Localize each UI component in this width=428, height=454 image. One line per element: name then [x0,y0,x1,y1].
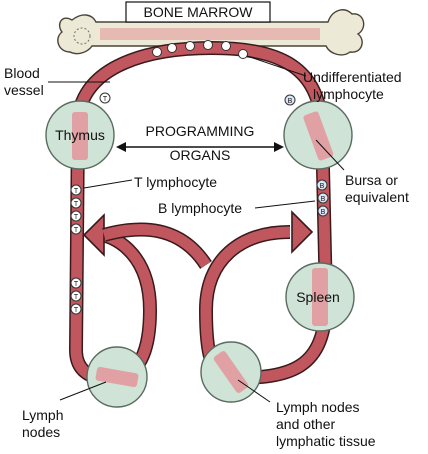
lymph-nodes-right-label-line1: Lymph nodes [276,399,360,415]
lymphocyte-cell [238,49,248,59]
left-arc-upper-fill [102,223,211,269]
lymph-nodes-left-label-line2: nodes [22,424,60,440]
left-arrow-head [82,213,105,257]
svg-text:T: T [74,294,79,301]
t-cell: T [70,184,82,196]
lymph-node-left [86,346,148,408]
b-cell: B [316,179,328,191]
programming-organs-label-line1: PROGRAMMING [146,123,255,139]
bursa-label-line2: equivalent [345,189,409,205]
svg-text:T: T [74,307,79,314]
bone-marrow-label-box [125,1,271,23]
lymph-nodes-right-leader [237,379,271,403]
bursa-organ [283,100,353,170]
lymphocyte-cell [167,43,177,53]
svg-text:B: B [321,209,326,216]
bursa-label-line1: Bursa or [345,172,398,188]
lymphocyte-cell [221,41,231,51]
svg-text:T: T [74,201,79,208]
t-lymphocytes: T T T T T T T T [70,92,111,315]
b-cell: B [317,192,329,204]
programming-arrow-right-head [274,142,284,152]
t-cell: T [70,277,82,289]
thymus-organ [45,100,115,170]
bone [57,9,365,56]
blood-vessel-top-loop-fill [72,42,328,131]
bone-marrow-band [100,28,320,40]
bone-shape [57,9,365,56]
svg-text:B: B [321,196,326,203]
undifferentiated-label-line2: lymphocyte [313,86,384,102]
svg-text:T: T [74,188,79,195]
svg-text:T: T [74,281,79,288]
bursa-leader [315,139,345,171]
blood-vessel-label-line2: vessel [4,82,44,98]
lymph-nodes-left-leader [59,381,107,401]
t-cell: T [70,290,82,302]
lymph-nodes-right-label-line2: and other [276,416,335,432]
lymphocyte-cell [203,40,213,50]
t-cell: T [70,223,82,235]
t-cell: T [70,303,82,315]
programming-organs-label-line2: ORGANS [170,147,231,163]
lymph-nodes-left-label-line1: Lymph [22,407,64,423]
lymphocyte-cell [152,47,162,57]
t-cell: T [70,197,82,209]
b-lymphocytes: B B B B [284,94,329,217]
svg-text:B: B [320,183,325,190]
svg-text:T: T [74,227,79,234]
programming-arrow-left-head [116,142,126,152]
blood-vessel-label-line1: Blood [4,65,40,81]
lymph-nodes-right-label-line3: lymphatic tissue [276,433,376,449]
svg-text:T: T [103,96,108,103]
right-arrow-head [291,210,314,254]
lymph-node-right [200,341,262,403]
t-lymphocyte-leader [83,179,133,189]
spleen-label: Spleen [296,289,340,305]
b-lymphocyte-leader [254,200,316,209]
t-cell: T [99,92,111,104]
spleen-organ [285,262,355,332]
bone-marrow-label: BONE MARROW [144,4,254,20]
svg-text:B: B [288,98,293,105]
b-lymphocyte-label: B lymphocyte [158,200,242,216]
t-lymphocyte-label: T lymphocyte [134,174,217,190]
undifferentiated-lymphocytes [152,40,248,59]
b-cell: B [317,205,329,217]
lymphocyte-cell [185,41,195,51]
t-cell: T [70,210,82,222]
bone-end-detail [73,27,91,45]
b-cell: B [284,94,296,106]
svg-text:T: T [74,214,79,221]
undifferentiated-leader [246,55,307,77]
undifferentiated-label-line1: Undifferentiated [303,69,402,85]
thymus-label: Thymus [55,127,105,143]
